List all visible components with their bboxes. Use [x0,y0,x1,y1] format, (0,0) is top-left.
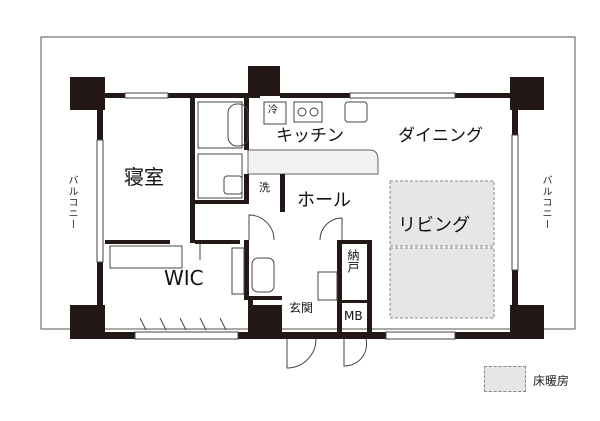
wic-label: WIC [164,266,204,290]
hall-label: ホール [297,190,351,211]
kitchen-label: キッチン [276,126,344,146]
outer-walls [70,66,544,339]
dining-label: ダイニング [398,126,483,146]
floor-heating-legend-swatch [484,366,526,392]
windows [96,92,519,340]
balcony-outline [40,36,576,330]
living-label: リビング [398,215,470,236]
entrance-label: 玄関 [289,301,314,315]
doors [199,214,368,369]
closet-hatch [139,317,227,331]
interior-walls [105,98,372,332]
kitchen-counter [247,149,379,175]
mb-label: MB [344,309,363,323]
bedroom-label: 寝室 [124,165,164,189]
floor-heating-area-lower [389,247,495,319]
laundry-label: 洗 [259,181,270,194]
floor-heating-legend-label: 床暖房 [533,374,570,388]
bath-fixtures [109,101,368,301]
fridge-label: 冷 [268,105,278,116]
storage-label: 納戸 [346,249,360,273]
balcony-right-label: バルコニー [540,175,551,230]
balcony-left-label: バルコニー [66,175,77,230]
floor-heating-area-upper [389,180,495,247]
